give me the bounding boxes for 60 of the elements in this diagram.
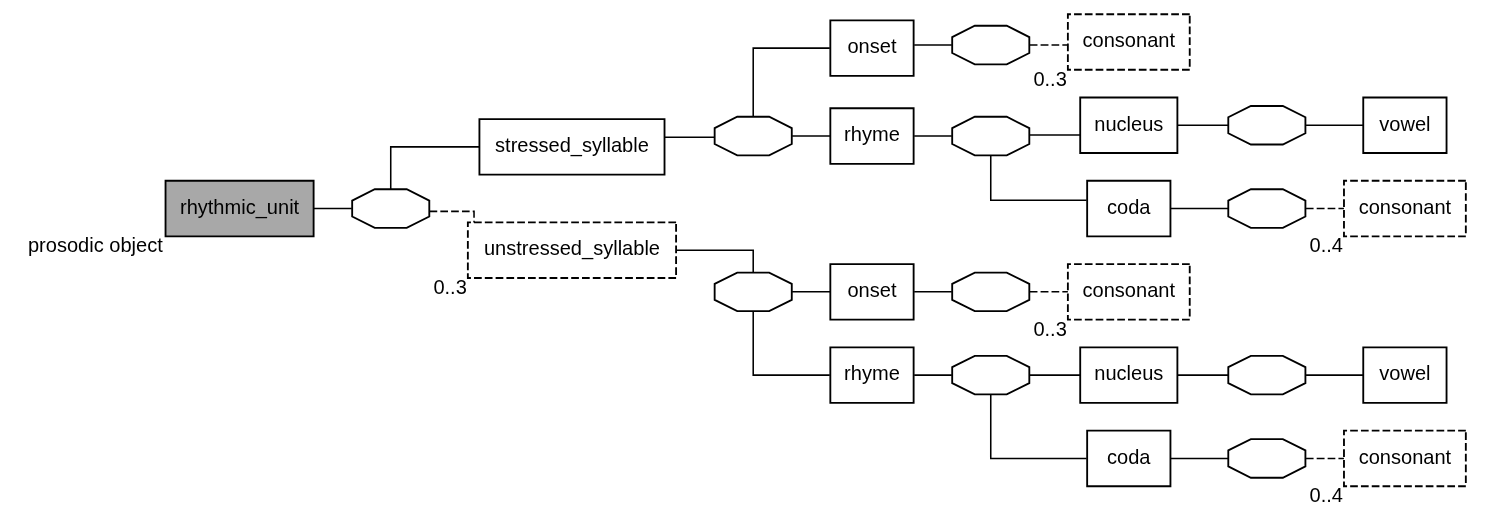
connector bbox=[1305, 374, 1364, 376]
connector bbox=[1305, 207, 1345, 210]
node-octagon bbox=[713, 115, 793, 157]
node-octagon bbox=[951, 115, 1031, 157]
node-box: coda bbox=[1086, 179, 1172, 238]
connector bbox=[1176, 374, 1229, 376]
node-label: 0..4 bbox=[1309, 234, 1343, 257]
node-octagon bbox=[1227, 188, 1307, 229]
connector bbox=[675, 249, 754, 274]
node-label: 0..3 bbox=[1033, 67, 1067, 90]
node-box: onset bbox=[829, 263, 915, 321]
node-box: consonant bbox=[1066, 263, 1191, 321]
connector bbox=[1029, 291, 1069, 293]
connector bbox=[1170, 207, 1229, 210]
node-box: consonant bbox=[1066, 13, 1191, 71]
node-box: onset bbox=[829, 19, 915, 77]
connector bbox=[1029, 374, 1081, 376]
connector bbox=[791, 291, 831, 293]
connector bbox=[1176, 124, 1229, 127]
node-octagon bbox=[1227, 354, 1307, 396]
node-box: unstressed_syllable bbox=[466, 221, 677, 279]
node-octagon bbox=[951, 354, 1031, 396]
node-box: vowel bbox=[1362, 96, 1448, 154]
connector bbox=[1029, 134, 1081, 136]
node-label: 0..3 bbox=[433, 276, 467, 299]
connector bbox=[1305, 457, 1345, 460]
node-box: nucleus bbox=[1079, 96, 1179, 154]
node-box: rhythmic_unit bbox=[164, 179, 315, 238]
node-label: prosodic object bbox=[27, 234, 163, 257]
node-octagon bbox=[351, 188, 431, 229]
node-box: rhyme bbox=[829, 346, 915, 404]
connector bbox=[990, 393, 1088, 460]
node-box: consonant bbox=[1343, 429, 1467, 488]
connector bbox=[752, 47, 831, 118]
connector bbox=[913, 374, 953, 376]
node-box: stressed_syllable bbox=[478, 118, 666, 176]
connector bbox=[313, 207, 353, 210]
node-box: rhyme bbox=[829, 107, 915, 165]
node-box: coda bbox=[1086, 429, 1172, 488]
connector bbox=[1170, 457, 1229, 460]
node-octagon bbox=[1227, 438, 1307, 479]
connector bbox=[990, 154, 1088, 202]
node-octagon bbox=[951, 271, 1031, 313]
connector bbox=[663, 136, 716, 138]
node-box: vowel bbox=[1362, 346, 1448, 404]
connector bbox=[752, 310, 831, 376]
node-octagon bbox=[951, 24, 1031, 66]
node-box: nucleus bbox=[1079, 346, 1179, 404]
connector bbox=[1029, 44, 1069, 46]
node-octagon bbox=[713, 271, 793, 313]
node-box: consonant bbox=[1343, 179, 1467, 238]
node-octagon bbox=[1227, 105, 1307, 146]
node-label: 0..4 bbox=[1309, 484, 1343, 507]
connector bbox=[913, 135, 953, 137]
connector bbox=[791, 135, 831, 137]
connector bbox=[1305, 124, 1364, 127]
connector bbox=[913, 44, 953, 46]
connector bbox=[389, 146, 480, 190]
node-label: 0..3 bbox=[1033, 317, 1067, 340]
connector bbox=[913, 291, 953, 293]
